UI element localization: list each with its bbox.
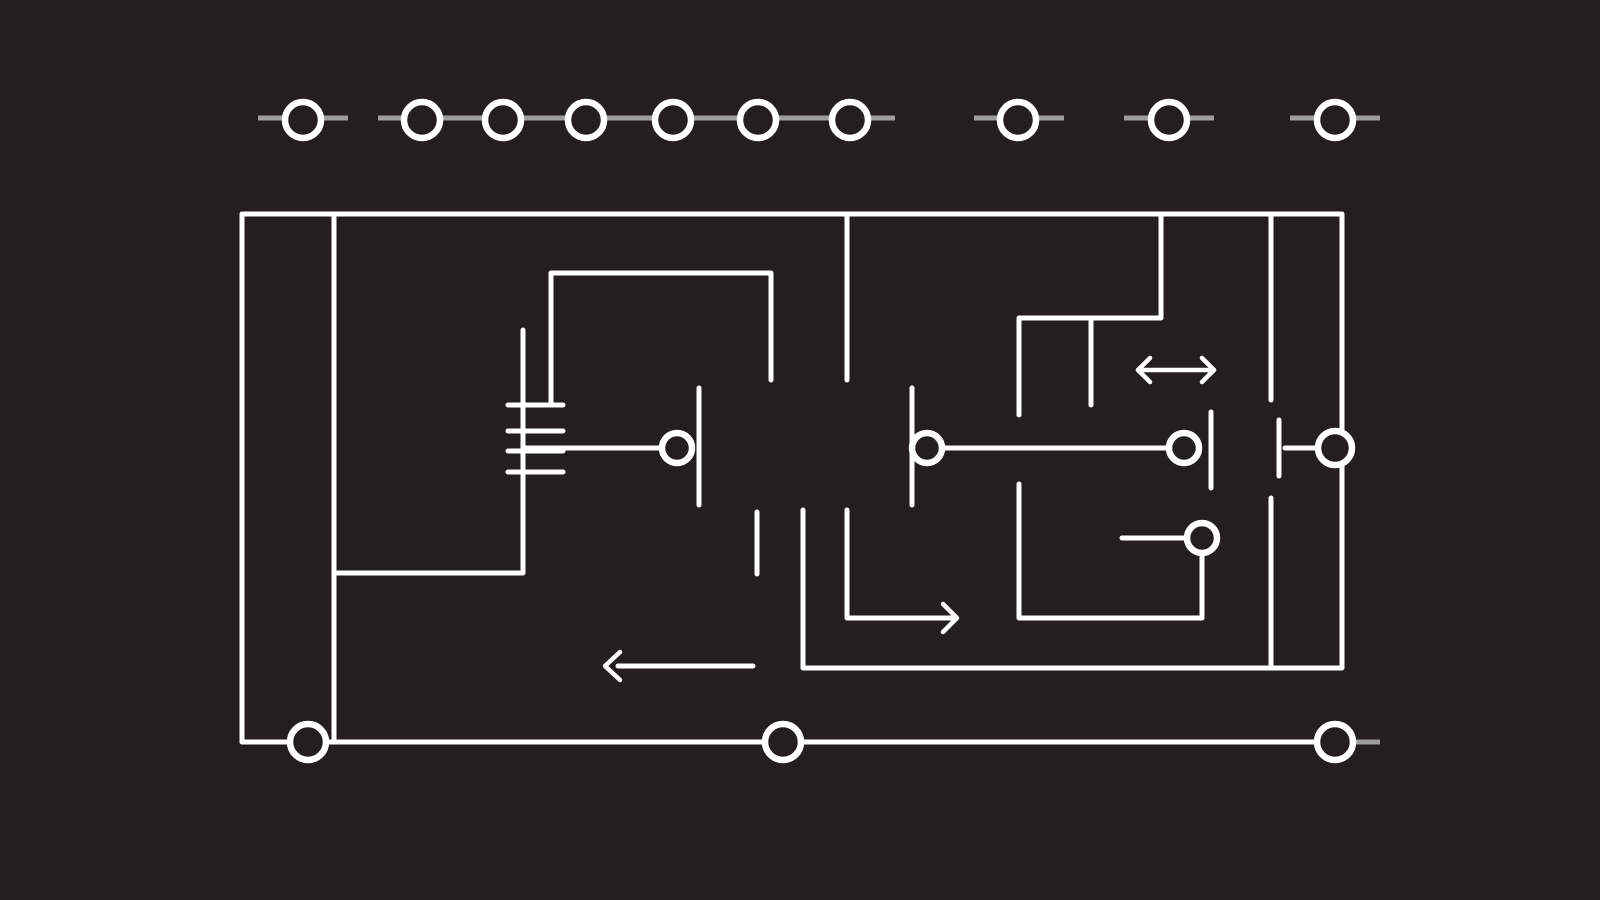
terminal-node [651,98,695,142]
top-terminal-row [258,98,1380,142]
junction-node [908,429,946,467]
terminal-node [281,98,325,142]
frame-outline [239,211,1345,745]
left-section [333,270,774,576]
terminal-node [564,98,608,142]
terminal-node [828,98,872,142]
terminal-node [1147,98,1191,142]
junction-node [1165,429,1203,467]
terminal-node [761,720,805,764]
left-return-wire [333,327,526,576]
junction-node [658,429,696,467]
terminal-node [286,720,330,764]
terminal-node [996,98,1040,142]
bottom-terminal-row [286,720,1357,764]
upper-loop-wire [548,270,774,405]
lower-right-loop [1016,481,1205,621]
arrow-right-icon [940,601,960,635]
double-arrow-head-left [1135,355,1153,385]
output-wire [844,507,958,621]
middle-section [602,213,960,683]
right-section [908,213,1356,621]
junction-node [1314,427,1356,469]
arrow-left-icon [602,649,623,683]
terminal-node [1313,720,1357,764]
terminal-node [736,98,780,142]
double-arrow-head-right [1199,355,1217,385]
terminal-node [481,98,525,142]
terminal-node [400,98,444,142]
junction-node [1183,519,1221,557]
terminal-node [1313,98,1357,142]
